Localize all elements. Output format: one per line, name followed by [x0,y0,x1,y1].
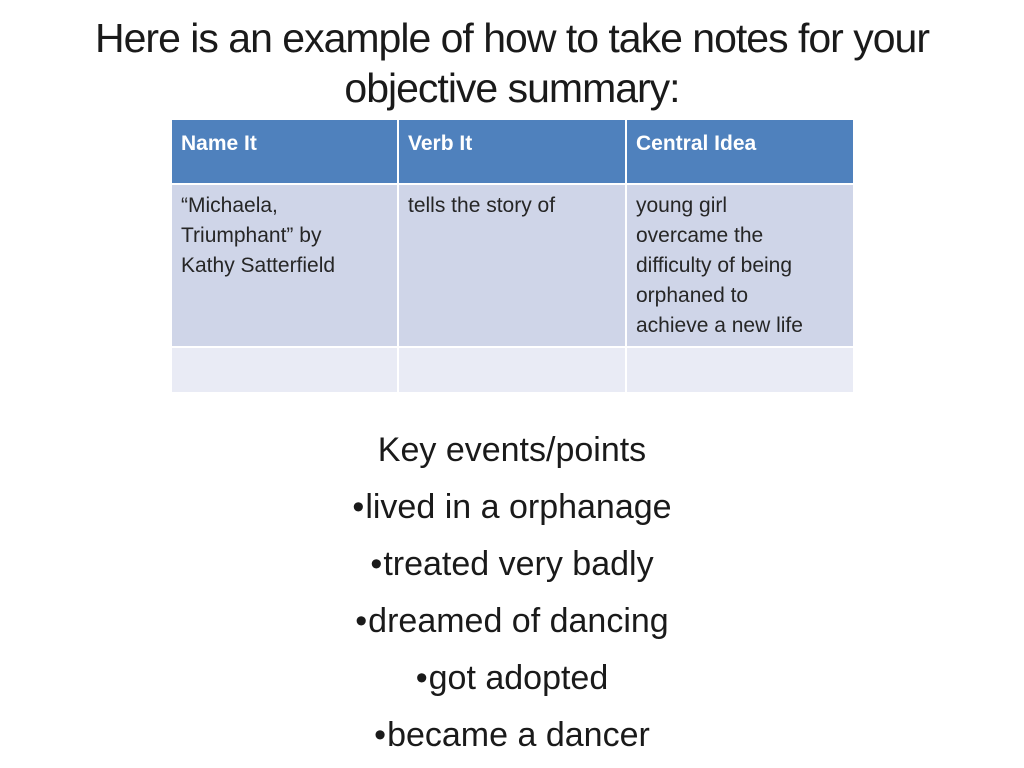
slide-title: Here is an example of how to take notes … [0,13,1024,113]
table-cell-empty [172,348,397,392]
bullet-icon: • [370,545,383,583]
table-cell-central-idea: young girl overcame the difficulty of be… [627,185,853,346]
table-header-verb-it: Verb It [399,120,625,183]
list-item-text: got adopted [428,659,609,697]
list-item: •became a dancer [0,707,1024,764]
table-cell-verb-it: tells the story of [399,185,625,346]
list-item: •dreamed of dancing [0,593,1024,650]
list-item-text: dreamed of dancing [368,602,669,640]
slide-title-line-1: Here is an example of how to take notes … [95,15,930,61]
table-cell-name-it: “Michaela, Triumphant” by Kathy Satterfi… [172,185,397,346]
table-header-name-it: Name It [172,120,397,183]
list-item: •lived in a orphanage [0,479,1024,536]
key-events-heading: Key events/points [377,431,647,469]
table-cell-empty [399,348,625,392]
key-events-list: Key events/points •lived in a orphanage … [0,422,1024,764]
list-item-text: treated very badly [383,545,654,583]
bullet-icon: • [352,488,365,526]
table-header-central-idea: Central Idea [627,120,853,183]
table-cell-empty [627,348,853,392]
bullet-icon: • [374,716,387,754]
list-item-text: became a dancer [387,716,650,754]
list-item: •treated very badly [0,536,1024,593]
bullet-icon: • [415,659,428,697]
list-item-text: lived in a orphanage [365,488,672,526]
bullet-icon: • [355,602,368,640]
list-item: •got adopted [0,650,1024,707]
notes-table: Name It Verb It Central Idea “Michaela, … [172,120,853,392]
slide-title-line-2: objective summary: [344,65,680,111]
